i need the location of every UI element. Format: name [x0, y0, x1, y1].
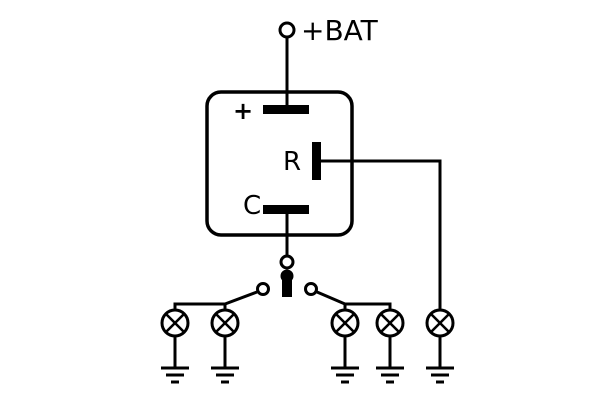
switch-right-contact: [304, 282, 318, 296]
ground-symbol: [161, 366, 189, 384]
ground-symbol: [331, 366, 359, 384]
c-terminal-label: C: [243, 191, 261, 221]
ground-symbol: [211, 366, 239, 384]
switch-left-contact: [256, 282, 270, 296]
ground-symbol: [426, 366, 454, 384]
lamp-icon: [210, 308, 240, 338]
plus-terminal-bar: [263, 105, 309, 114]
relay-box: [205, 90, 354, 237]
left-branch-wire: [173, 290, 258, 310]
plus-terminal-label: +: [233, 97, 253, 125]
switch-lever: [282, 278, 292, 297]
r-terminal-label: R: [283, 147, 301, 177]
battery-label: +BAT: [301, 14, 379, 47]
battery-terminal: [278, 21, 296, 39]
ground-symbol: [376, 366, 404, 384]
lamp-icon: [160, 308, 190, 338]
c-terminal-bar: [263, 205, 309, 214]
r-terminal-bar: [312, 142, 321, 180]
lamp-icon: [330, 308, 360, 338]
right-branch-wire: [316, 290, 392, 310]
switch-common-terminal: [279, 254, 295, 270]
lamp-icon: [425, 308, 455, 338]
lamp-icon: [375, 308, 405, 338]
r-wire: [321, 159, 442, 310]
